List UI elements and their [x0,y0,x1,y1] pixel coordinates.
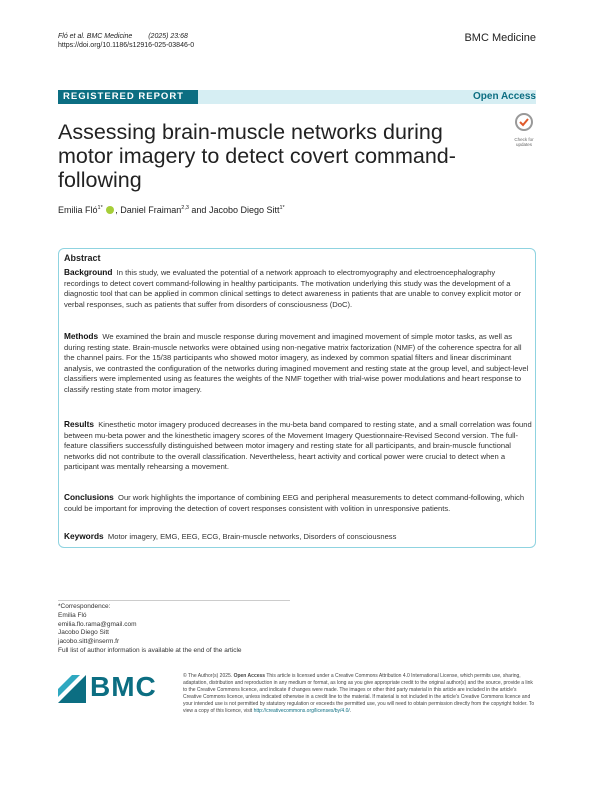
abstract-box [58,248,536,548]
check-updates-icon [515,113,533,131]
abstract-conclusions: Conclusions Our work highlights the impo… [64,492,532,514]
correspondence-name: Emilia Fló [58,611,87,619]
license-text: © The Author(s) 2025. Open Access This a… [183,673,535,714]
author-name: , Daniel Fraiman [115,205,182,215]
article-title: Assessing brain-muscle networks during m… [58,120,456,192]
citation-year: (2025) 23:68 [148,33,188,40]
conclusions-label: Conclusions [64,492,114,502]
orcid-icon[interactable] [106,206,115,214]
background-text: In this study, we evaluated the potentia… [64,268,522,309]
journal-name: BMC Medicine [464,32,536,44]
author-affiliation: 1* [97,205,103,211]
bmc-logo [58,675,86,708]
license-url[interactable]: http://creativecommons.org/licenses/by/4… [253,707,350,714]
abstract-keywords: Keywords Motor imagery, EMG, EEG, ECG, B… [64,531,532,543]
correspondence-email[interactable]: jacobo.sitt@inserm.fr [58,638,120,646]
check-updates-line2: updates [515,142,532,147]
check-for-updates-badge[interactable]: Check for updates [510,112,538,147]
author-name: and Jacobo Diego Sitt [188,205,280,215]
correspondence-name: Jacobo Diego Sitt [58,629,109,637]
conclusions-text: Our work highlights the importance of co… [64,493,525,513]
license-body: This article is licensed under a Creativ… [183,673,535,714]
citation-authors: Fló et al. BMC Medicine [58,33,133,40]
correspondence-email[interactable]: emilia.flo.rama@gmail.com [58,620,137,628]
publisher-name: BMC [90,671,157,702]
results-label: Results [64,419,94,429]
open-access-label: Open Access [473,91,536,102]
abstract-results: Results Kinesthetic motor imagery produc… [64,419,532,473]
methods-text: We examined the brain and muscle respons… [64,332,529,394]
citation-line: Fló et al. BMC Medicine (2025) 23:68 [58,32,188,41]
methods-label: Methods [64,331,99,341]
author-list: Emilia Fló1* , Daniel Fraiman2,3 and Jac… [58,205,285,215]
license-prefix: © The Author(s) 2025. [183,673,234,679]
license-end: . [349,707,352,714]
author-name: Emilia Fló [58,205,98,215]
doi-link[interactable]: https://doi.org/10.1186/s12916-025-03846… [58,42,195,49]
correspondence-label: *Correspondence: [58,603,111,610]
keywords-text: Motor imagery, EMG, EEG, ECG, Brain-musc… [107,532,397,541]
bmc-logo-icon [58,675,86,703]
keywords-label: Keywords [64,531,104,541]
background-label: Background [64,267,113,277]
author-info-note: Full list of author information is avail… [58,646,242,654]
results-text: Kinesthetic motor imagery produced decre… [64,420,532,472]
author-affiliation: 2,3 [181,205,189,211]
article-type-label: REGISTERED REPORT [58,90,198,104]
license-open-access: Open Access [233,673,266,679]
abstract-heading: Abstract [64,253,101,263]
abstract-background: Background In this study, we evaluated t… [64,267,532,310]
check-updates-line1: Check for [514,137,534,142]
author-affiliation: 1* [279,205,285,211]
correspondence-block: *Correspondence: Emilia Fló emilia.flo.r… [58,600,290,656]
abstract-methods: Methods We examined the brain and muscle… [64,331,532,396]
